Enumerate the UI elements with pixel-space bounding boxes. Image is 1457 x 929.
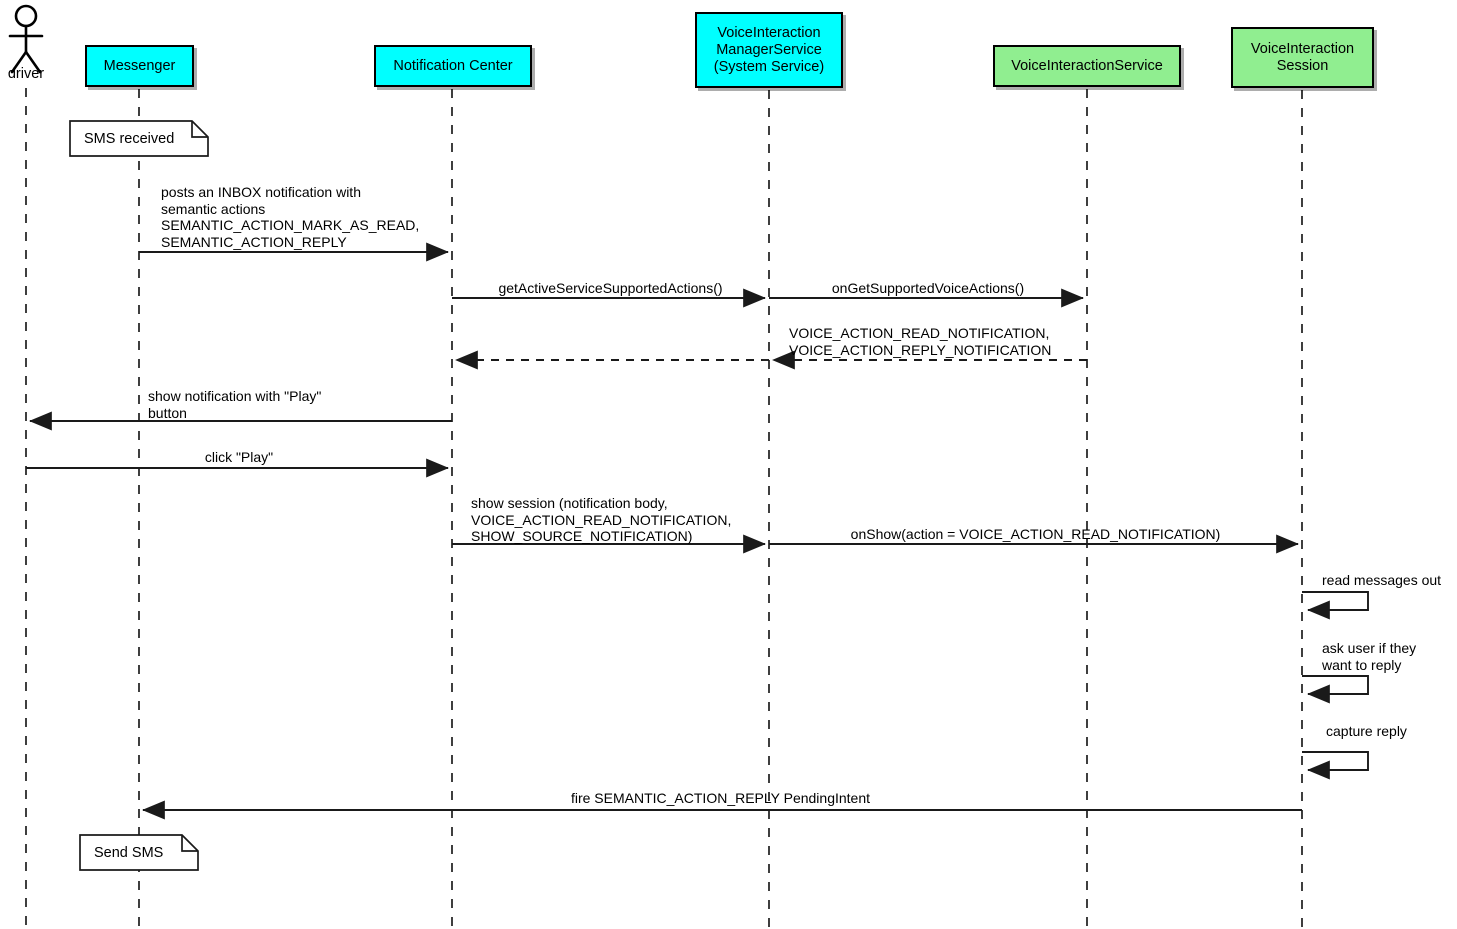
message-label-on-get-supported-voice-actions: onGetSupportedVoiceActions()	[831, 280, 1025, 296]
message-label-on-show: onShow(action = VOICE_ACTION_READ_NOTIFI…	[850, 526, 1221, 542]
lifelines	[25, 88, 1303, 929]
note-sms-received-shape	[69, 120, 209, 157]
selfcall-label-ask-user-reply: ask user if they want to reply	[1322, 640, 1417, 673]
message-label-fire-semantic-action-reply: fire SEMANTIC_ACTION_REPLY PendingIntent	[570, 790, 871, 806]
selfcall-label-read-messages-out: read messages out	[1322, 572, 1442, 588]
participant-box-voice-interaction-service[interactable]: VoiceInteractionService	[993, 45, 1181, 87]
participant-box-notification-center[interactable]: Notification Center	[374, 45, 532, 87]
message-label-post-inbox-notification: posts an INBOX notification with semanti…	[161, 184, 420, 250]
selfcall-read-messages-out	[1302, 591, 1369, 620]
selfcall-label-capture-reply: capture reply	[1326, 723, 1407, 739]
participant-box-voice-interaction-session[interactable]: VoiceInteraction Session	[1231, 27, 1374, 88]
actor-driver-label: driver	[7, 66, 45, 82]
message-label-click-play: click "Play"	[204, 449, 274, 465]
selfcall-capture-reply	[1302, 751, 1369, 780]
message-label-return-supported-voice-actions: VOICE_ACTION_READ_NOTIFICATION, VOICE_AC…	[789, 325, 1052, 358]
note-sms-received: SMS received	[70, 121, 208, 156]
participant-box-voice-interaction-manager-service[interactable]: VoiceInteraction ManagerService (System …	[695, 12, 843, 88]
note-send-sms: Send SMS	[80, 835, 198, 870]
actor-driver-icon	[8, 4, 44, 74]
selfcall-ask-user-reply	[1302, 675, 1369, 704]
message-label-show-session: show session (notification body, VOICE_A…	[471, 495, 732, 544]
participant-box-messenger[interactable]: Messenger	[85, 45, 194, 87]
message-label-get-active-service-supported-actions: getActiveServiceSupportedActions()	[498, 280, 723, 296]
note-sms-received-text: SMS received	[84, 130, 175, 147]
message-label-show-notification-play: show notification with "Play" button	[148, 388, 322, 421]
note-send-sms-text: Send SMS	[94, 844, 164, 861]
note-send-sms-shape	[79, 834, 199, 871]
